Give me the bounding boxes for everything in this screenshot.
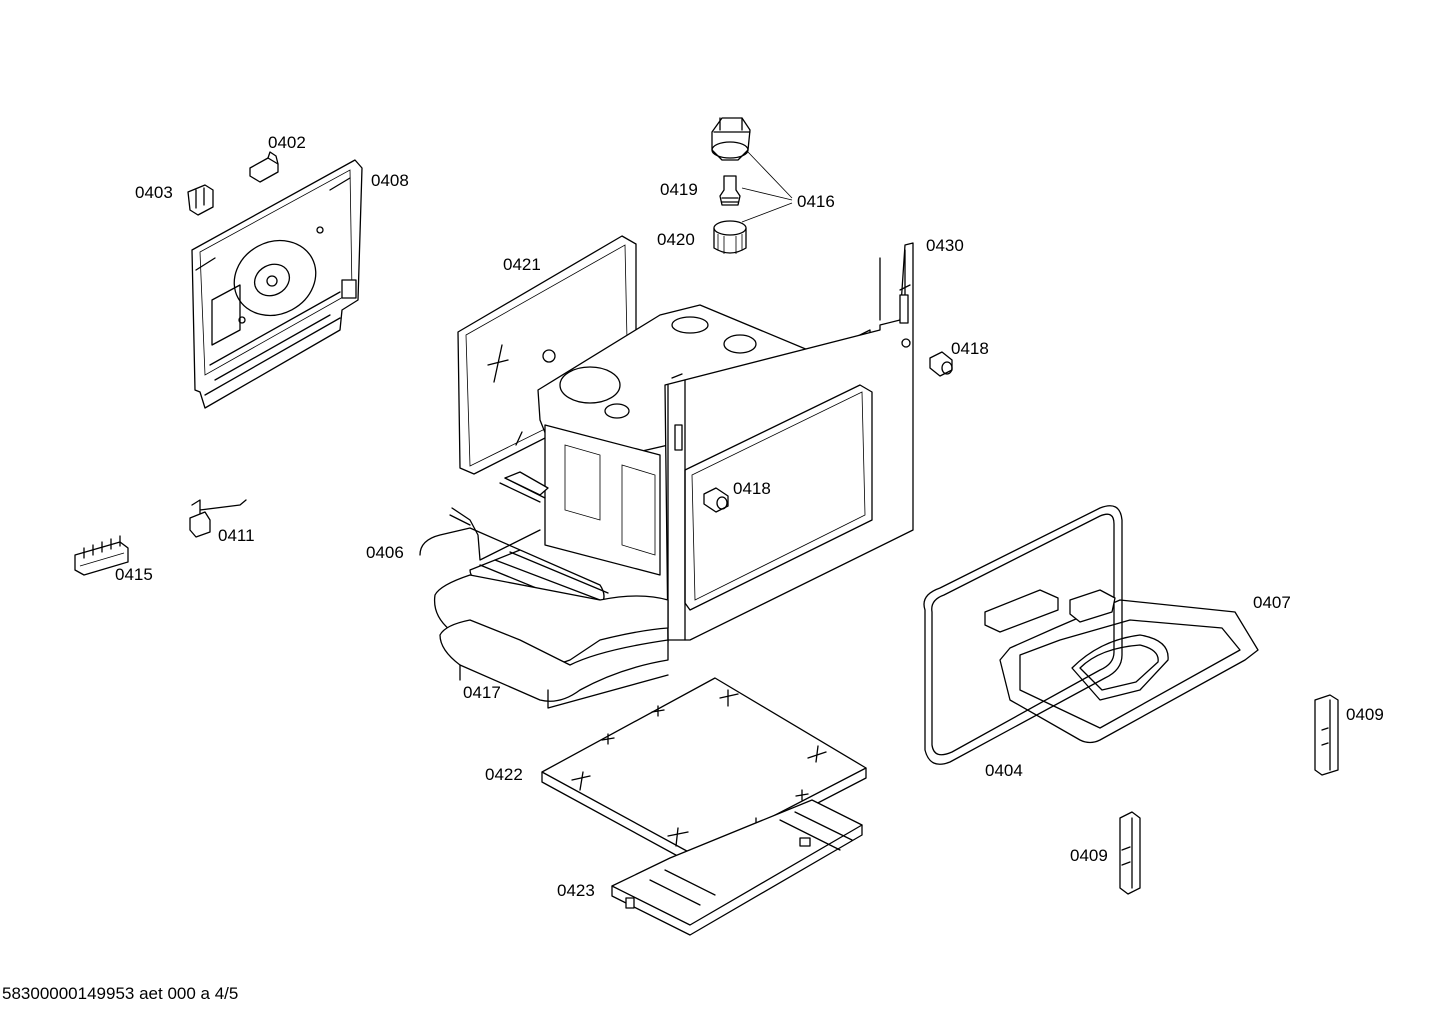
label-0422: 0422 bbox=[485, 765, 523, 784]
label-0423: 0423 bbox=[557, 881, 595, 900]
label-0421: 0421 bbox=[503, 255, 541, 274]
part-0402-switch bbox=[249, 151, 279, 183]
label-0407: 0407 bbox=[1253, 593, 1291, 612]
part-0404-door-seal bbox=[923, 505, 1123, 765]
leader-0416-top bbox=[747, 151, 793, 199]
part-0411-sensor bbox=[189, 499, 247, 538]
label-0411: 0411 bbox=[218, 526, 255, 545]
drawing-reference-number: 58300000149953 aet 000 a 4/5 bbox=[2, 984, 239, 1003]
label-0417: 0417 bbox=[463, 683, 501, 702]
label-0409-a: 0409 bbox=[1346, 705, 1384, 724]
label-0418-a: 0418 bbox=[951, 339, 989, 358]
part-0417-insulation bbox=[433, 574, 669, 709]
part-0406-lower-heater bbox=[419, 471, 609, 623]
part-0418-knob-a bbox=[929, 351, 953, 377]
label-0415: 0415 bbox=[115, 565, 153, 584]
label-0404: 0404 bbox=[985, 761, 1023, 780]
part-0407-grill-heater bbox=[984, 589, 1259, 744]
part-0416-lamp-assembly bbox=[711, 117, 751, 161]
part-0419-bulb bbox=[719, 175, 741, 206]
leader-0416-upper bbox=[741, 187, 793, 201]
part-0423-bottom-tray bbox=[611, 799, 863, 936]
label-0420: 0420 bbox=[657, 230, 695, 249]
part-0408-rear-panel bbox=[191, 159, 363, 409]
label-0409-b: 0409 bbox=[1070, 846, 1108, 865]
part-0409-hinge-a bbox=[1314, 694, 1339, 776]
label-0403: 0403 bbox=[135, 183, 173, 202]
label-0418-b: 0418 bbox=[733, 479, 771, 498]
part-0430-oven-muffle bbox=[537, 242, 914, 643]
label-0430: 0430 bbox=[926, 236, 964, 255]
part-0418-knob-b bbox=[703, 487, 729, 513]
label-0402: 0402 bbox=[268, 133, 306, 152]
label-0406: 0406 bbox=[366, 543, 404, 562]
part-0403-connector bbox=[187, 184, 214, 216]
part-0409-hinge-b bbox=[1119, 811, 1141, 895]
label-0419: 0419 bbox=[660, 180, 698, 199]
label-0408: 0408 bbox=[371, 171, 409, 190]
part-0415-terminal-block bbox=[74, 535, 129, 576]
label-0416: 0416 bbox=[797, 192, 835, 211]
leader-0416-lower bbox=[741, 202, 793, 223]
part-0420-lamp-cover bbox=[713, 220, 747, 254]
